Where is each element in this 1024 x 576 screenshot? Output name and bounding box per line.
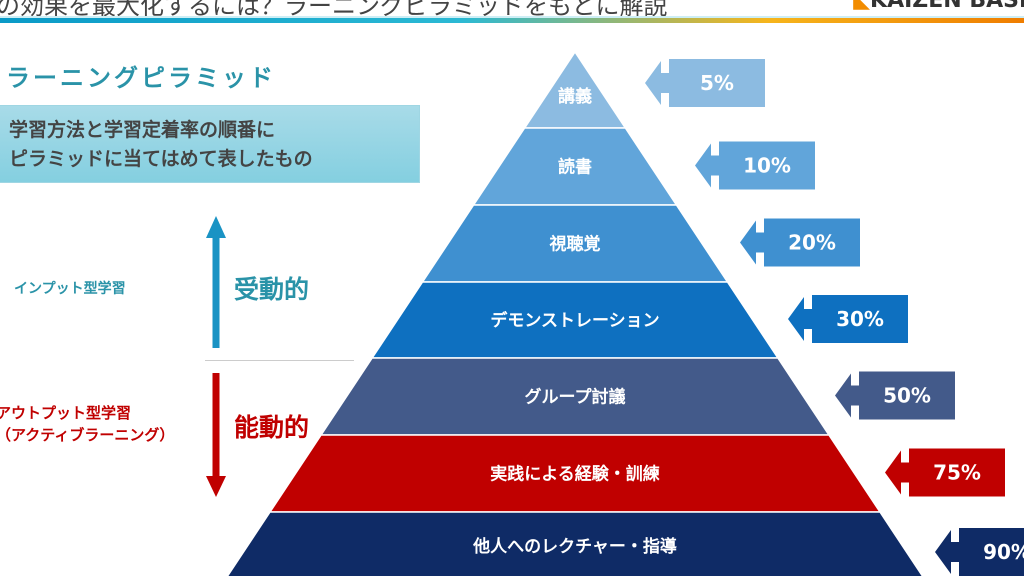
retention-value: 30%	[836, 307, 884, 331]
retention-callout-arrow	[645, 59, 765, 107]
header-divider-light	[0, 16, 1024, 18]
tier-label: 視聴覚	[549, 234, 601, 255]
retention-callout-arrow	[788, 295, 908, 343]
retention-value: 5%	[700, 71, 734, 95]
header-gradient-bar	[0, 18, 1024, 23]
pyramid-tier	[226, 511, 924, 576]
tier-label: 講義	[558, 86, 592, 107]
output-label-line-2: （アクティブラーニング）	[0, 426, 175, 444]
description-line-1: 学習方法と学習定着率の順番に	[9, 119, 276, 141]
tier-label: グループ討議	[525, 387, 626, 408]
up-arrow-icon	[206, 216, 226, 238]
divider-line	[205, 360, 354, 361]
retention-value: 20%	[788, 231, 836, 255]
tier-label: 読書	[558, 157, 592, 178]
retention-value: 75%	[933, 461, 981, 485]
slide-title: の効果を最大化するには？ラーニングピラミッドをもとに解説	[0, 0, 668, 20]
retention-callout-arrow	[695, 141, 815, 190]
retention-callout-arrow	[885, 448, 1005, 497]
passive-label: 受動的	[234, 275, 310, 304]
logo: ◣KAIZEN BASE	[853, 0, 1024, 13]
logo-icon: ◣	[853, 0, 871, 13]
tier-label: 他人へのレクチャー・指導	[472, 536, 677, 557]
retention-callout-arrow	[935, 528, 1024, 576]
output-label-line-1: アウトプット型学習	[0, 404, 132, 422]
retention-value: 50%	[883, 384, 931, 408]
retention-callout-arrow	[835, 371, 955, 420]
retention-callout-arrow	[740, 218, 860, 267]
input-learning-label: インプット型学習	[14, 281, 126, 297]
logo-text: KAIZEN BASE	[870, 0, 1024, 13]
tier-label: 実践による経験・訓練	[490, 464, 660, 485]
active-label: 能動的	[234, 413, 310, 442]
down-arrow-icon	[206, 476, 226, 497]
description-line-2: ピラミッドに当てはめて表したもの	[9, 148, 313, 170]
retention-value: 10%	[743, 154, 791, 178]
retention-value: 90%	[983, 540, 1024, 564]
tier-label: デモンストレーション	[490, 310, 659, 331]
section-heading: ラーニングピラミッド	[6, 64, 276, 92]
output-learning-label: アウトプット型学習 （アクティブラーニング）	[0, 402, 174, 446]
description-box: 学習方法と学習定着率の順番に ピラミッドに当てはめて表したもの	[0, 105, 420, 183]
